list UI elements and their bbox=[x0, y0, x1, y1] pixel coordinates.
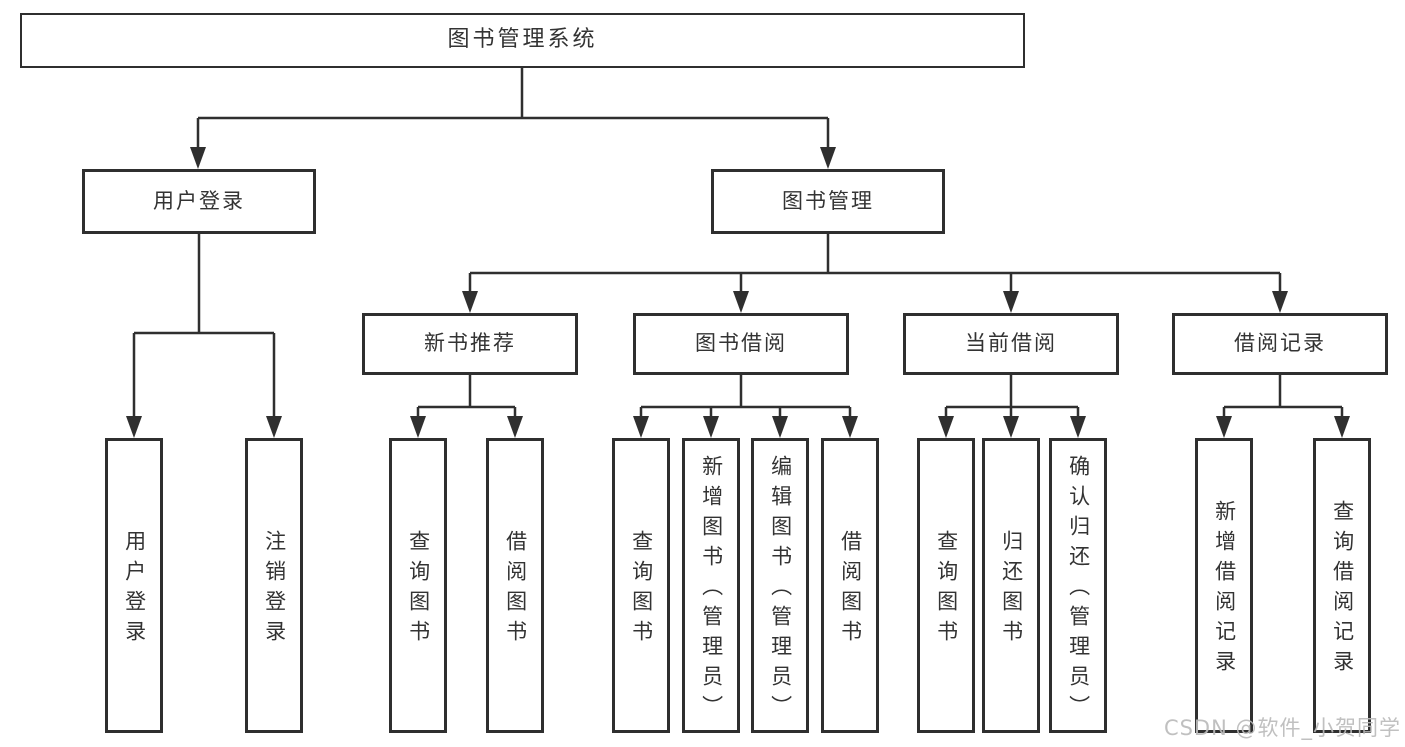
node-current-borrowing: 当前借阅 bbox=[903, 313, 1119, 375]
leaf-logout: 注销登录 bbox=[245, 438, 303, 733]
leaf-add-borrow-record: 新增借阅记录 bbox=[1195, 438, 1253, 733]
leaf-add-books-admin: 新增图书（管理员） bbox=[682, 438, 740, 733]
node-book-management: 图书管理 bbox=[711, 169, 945, 234]
node-user-login: 用户登录 bbox=[82, 169, 316, 234]
leaf-query-borrow-record: 查询借阅记录 bbox=[1313, 438, 1371, 733]
leaf-confirm-return-admin: 确认归还（管理员） bbox=[1049, 438, 1107, 733]
leaf-query-books-3: 查询图书 bbox=[917, 438, 975, 733]
leaf-edit-books-admin: 编辑图书（管理员） bbox=[751, 438, 809, 733]
node-library-management-system: 图书管理系统 bbox=[20, 13, 1025, 68]
leaf-borrow-books-1: 借阅图书 bbox=[486, 438, 544, 733]
leaf-query-books-1: 查询图书 bbox=[389, 438, 447, 733]
csdn-watermark: CSDN @软件_小贺同学 bbox=[1163, 716, 1401, 740]
node-borrowing-records: 借阅记录 bbox=[1172, 313, 1388, 375]
node-book-borrowing: 图书借阅 bbox=[633, 313, 849, 375]
leaf-return-books: 归还图书 bbox=[982, 438, 1040, 733]
node-new-book-recommend: 新书推荐 bbox=[362, 313, 578, 375]
leaf-borrow-books-2: 借阅图书 bbox=[821, 438, 879, 733]
leaf-user-login: 用户登录 bbox=[105, 438, 163, 733]
leaf-query-books-2: 查询图书 bbox=[612, 438, 670, 733]
